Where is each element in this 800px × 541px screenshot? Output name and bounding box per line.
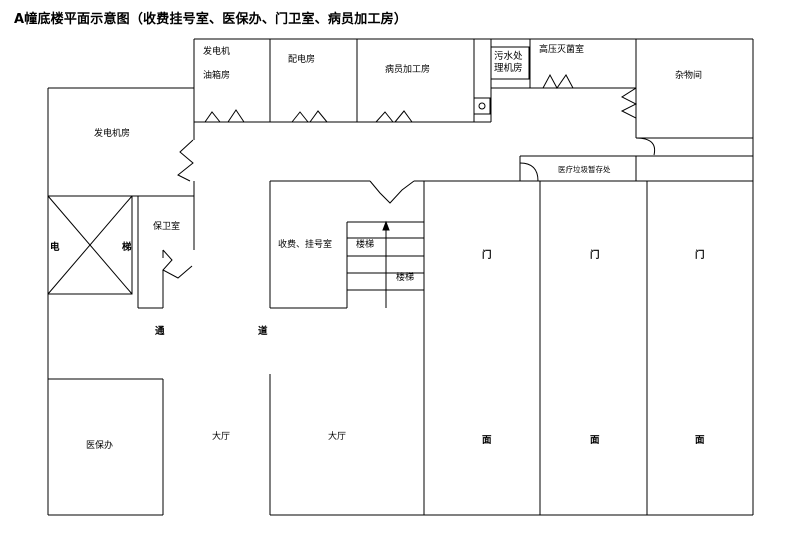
right-upper-walls [519,88,753,182]
room-cashier-label: 收费、挂号室 [278,240,333,250]
right-walls [539,181,754,515]
room-generator-label: 发电机房 [94,129,131,139]
room-generator-oil-label-2: 油箱房 [203,71,231,81]
top-wall-lines [193,38,754,181]
room-security-label: 保卫室 [153,222,181,232]
elevator-label-right: 梯 [122,242,132,253]
hall-label-2: 大厅 [328,432,347,442]
hall-label-1: 大厅 [212,432,231,442]
center-walls [269,180,753,515]
door-label-2: 门 [590,250,600,261]
room-sterilizer-label: 高压灭菌室 [539,45,585,55]
door-swings [162,73,638,279]
stairs-label-1: 楼梯 [356,240,375,250]
door-label-1: 门 [482,250,492,261]
elevator-label-left: 电 [50,242,60,253]
room-storage-label: 杂物间 [675,71,703,81]
bottom-walls [48,374,753,516]
passage-label-2: 道 [258,326,268,337]
room-medical-waste-label: 医疗垃圾暂存处 [558,165,611,174]
left-walls [47,87,195,515]
stairs-label-2: 楼梯 [396,273,415,283]
face-label-3: 面 [695,435,705,446]
room-distribution-label: 配电房 [288,55,316,65]
room-patient-processing-label: 病员加工房 [385,65,431,75]
room-generator-oil-label-1: 发电机 [203,47,231,57]
passage-label-1: 通 [155,326,165,337]
room-medical-insurance-label: 医保办 [86,441,114,451]
door-label-3: 门 [695,250,705,261]
face-label-2: 面 [590,435,600,446]
room-sewage-label: 污水处理机房 [494,51,523,74]
page-title: A幢底楼平面示意图（收费挂号室、医保办、门卫室、病员加工房） [14,12,408,27]
face-label-1: 面 [482,435,492,446]
